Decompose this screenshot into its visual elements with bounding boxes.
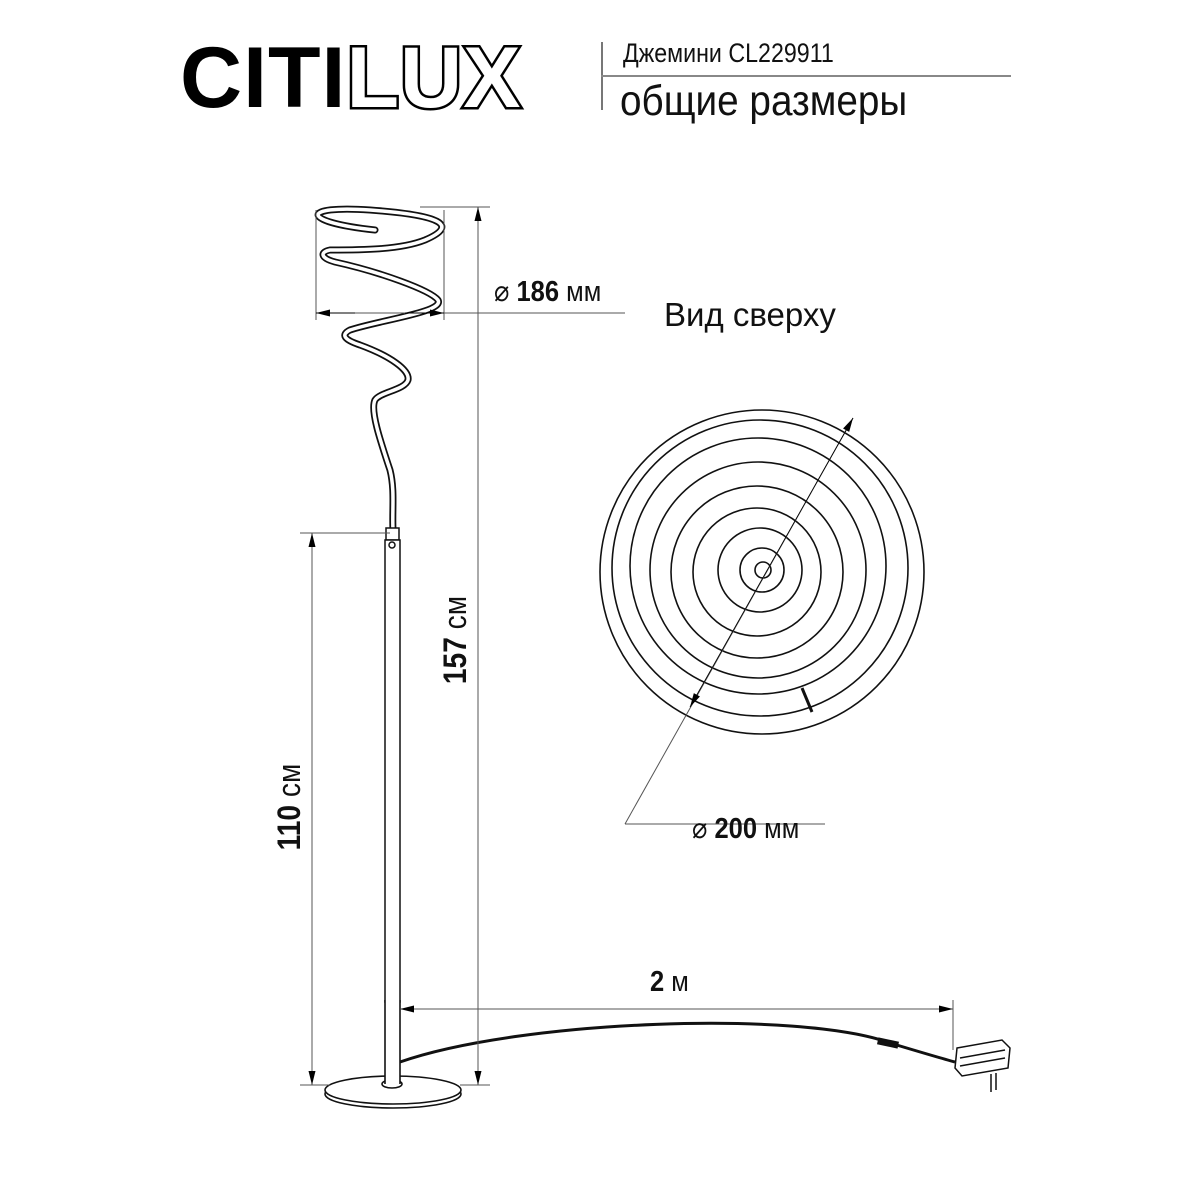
brand-logo-solid: CITI: [180, 30, 347, 126]
dimension-shade-diameter: [315, 210, 625, 320]
top-view-label: Вид сверху: [664, 296, 836, 333]
brand-logo-outline: LUX: [344, 30, 523, 126]
diameter-icon: ⌀: [494, 276, 510, 308]
cable-length-label: 2 м: [650, 966, 689, 998]
diameter-icon: ⌀: [692, 813, 708, 845]
header-separator-horizontal: [601, 75, 1011, 77]
power-plug-icon: [954, 1039, 1011, 1092]
dimension-total-height: [420, 206, 490, 1086]
dimension-top-diameter: [624, 417, 854, 825]
shade-diameter-label: ⌀ 186 мм: [494, 276, 602, 308]
lamp-shade-spiral: [314, 205, 446, 534]
page-title: общие размеры: [620, 77, 908, 125]
lamp-base: [324, 1000, 462, 1109]
stand-height-label: 110 см: [271, 763, 307, 851]
dimension-cable-length: [400, 1000, 954, 1050]
dimension-stand-height: [300, 532, 390, 1086]
top-diameter-label: ⌀ 200 мм: [692, 813, 800, 845]
power-cable: [399, 1021, 956, 1064]
top-view-spiral: [599, 409, 925, 735]
model-name: Джемини CL229911: [623, 38, 834, 68]
brand-logo: CITILUX: [180, 33, 523, 124]
total-height-label: 157 см: [437, 595, 473, 685]
lamp-pole: [384, 527, 401, 1003]
